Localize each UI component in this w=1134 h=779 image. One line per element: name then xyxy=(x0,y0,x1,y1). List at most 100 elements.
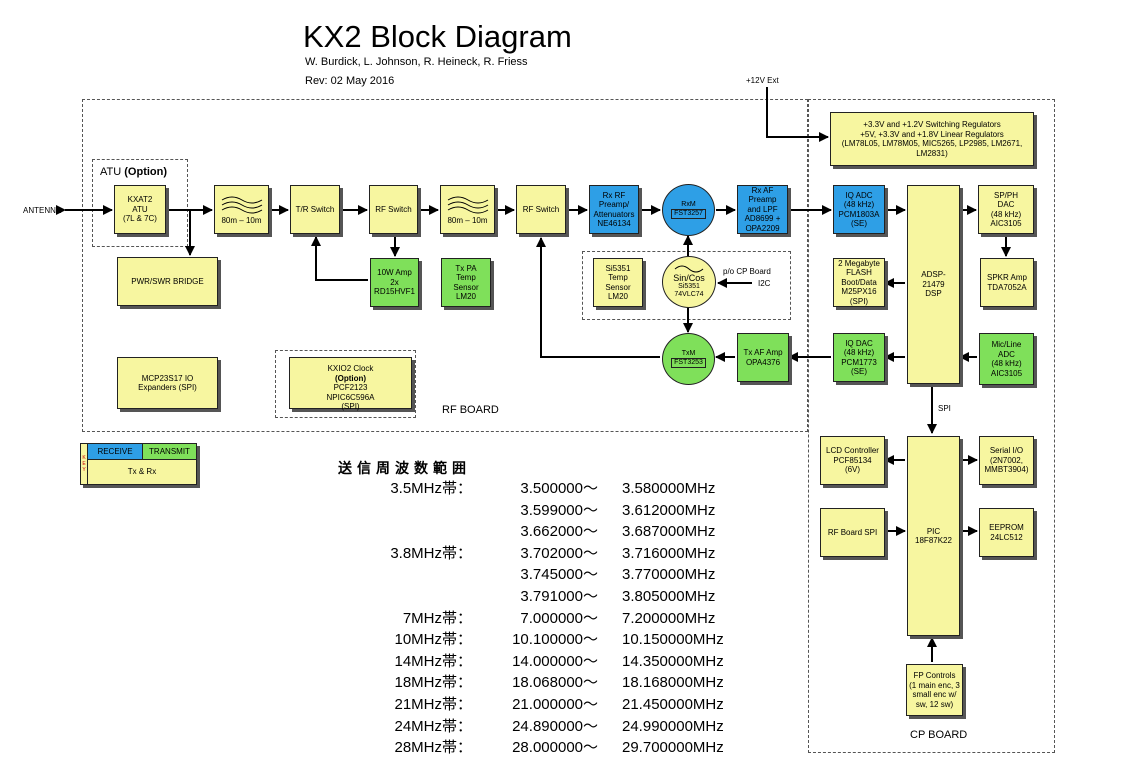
freq-high-value: 3.687000MHz xyxy=(622,523,716,541)
kxio2-body: PCF2123 NPIC6C596A (SPI) xyxy=(326,383,375,411)
lcd-controller-block: LCD Controller PCF85134 (6V) xyxy=(820,436,885,485)
sincos-label: Sin/Cos xyxy=(673,273,705,283)
rx-af-preamp-block: Rx AF Preamp and LPF AD8699 + OPA2209 xyxy=(737,185,788,234)
atu-option-label: (Option) xyxy=(124,166,168,178)
lpf2-label: 80m – 10m xyxy=(447,215,488,225)
si5351-temp-sensor-block: Si5351 Temp Sensor LM20 xyxy=(593,258,643,307)
tx-af-amp-block: Tx AF Amp OPA4376 xyxy=(737,333,789,382)
antenna-label: ANTENNA xyxy=(23,206,62,215)
legend-key-column: K E Y xyxy=(81,444,88,484)
eeprom-block: EEPROM 24LC512 xyxy=(979,508,1034,557)
rf-switch-1-block: RF Switch xyxy=(369,185,418,234)
sincos-part: Si5351 74VLC74 xyxy=(674,283,704,298)
diagram-title: KX2 Block Diagram xyxy=(303,19,572,54)
tr-switch-block: T/R Switch xyxy=(290,185,340,234)
txm-label: TxM xyxy=(681,350,696,357)
freq-low-value: 3.599000～ xyxy=(520,501,598,519)
freq-low-value: 21.000000～ xyxy=(512,696,598,713)
rf-board-outline xyxy=(82,99,808,432)
freq-low-value: 3.745000～ xyxy=(520,566,598,584)
kxio2-option: (Option) xyxy=(334,373,367,383)
sincos-oscillator: Sin/Cos Si5351 74VLC74 xyxy=(662,256,716,308)
pic-block: PIC 18F87K22 xyxy=(907,436,960,636)
flash-block: 2 Megabyte FLASH Boot/Data M25PX16 (SPI) xyxy=(833,258,885,307)
freq-high-value: 10.150000MHz xyxy=(622,631,724,649)
freq-band-label: 21MHz帯： xyxy=(394,696,472,713)
legend-key-e: E xyxy=(82,461,86,467)
frequency-table-title: 送信周波数範囲 xyxy=(338,461,471,477)
lpf2-block: 80m – 10m xyxy=(440,185,495,234)
kxio2-outline xyxy=(275,350,416,418)
clock-subboard-outline xyxy=(582,251,791,320)
freq-low-value: 14.000000～ xyxy=(512,652,598,670)
i2c-label: I2C xyxy=(758,279,771,288)
freq-band-label: 28MHz帯： xyxy=(394,739,472,757)
rxm-mixer: RxM FST3257 xyxy=(662,184,715,236)
freq-high-value: 3.580000MHz xyxy=(622,480,716,497)
freq-high-value: 7.200000MHz xyxy=(622,609,716,627)
sine-wave-icon xyxy=(674,265,704,273)
freq-band-label: 10MHz帯： xyxy=(394,631,472,649)
fp-controls-block: FP Controls (1 main enc, 3 small enc w/ … xyxy=(906,664,963,716)
pwr-swr-bridge-block: PWR/SWR BRIDGE xyxy=(117,257,218,306)
amp-10w-block: 10W Amp 2x RD15HVF1 xyxy=(370,258,419,307)
filter-icon xyxy=(447,196,488,214)
cp-board-label: CP BOARD xyxy=(910,729,968,741)
kxio2-title: KXIO2 Clock xyxy=(327,364,374,373)
freq-band-label: 18MHz帯： xyxy=(394,674,472,692)
freq-high-value: 3.805000MHz xyxy=(622,588,716,605)
authors-line: W. Burdick, L. Johnson, R. Heineck, R. F… xyxy=(305,56,528,68)
freq-low-value: 3.662000～ xyxy=(520,523,598,541)
freq-band-label: 24MHz帯： xyxy=(394,717,472,735)
freq-low-value: 24.890000～ xyxy=(512,717,598,735)
kxio2-block: KXIO2 Clock (Option) PCF2123 NPIC6C596A … xyxy=(289,355,412,411)
filter-icon xyxy=(221,196,262,214)
freq-low-value: 10.100000～ xyxy=(512,631,598,649)
freq-low-value: 7.000000～ xyxy=(520,609,598,627)
lpf1-label: 80m – 10m xyxy=(221,215,262,225)
rf-board-label: RF BOARD xyxy=(442,404,499,416)
freq-high-value: 18.168000MHz xyxy=(622,674,724,692)
serial-io-block: Serial I/O (2N7002, MMBT3904) xyxy=(979,436,1034,485)
rxm-part: FST3257 xyxy=(671,209,706,219)
legend-txrx: Tx & Rx xyxy=(88,460,196,484)
rf-switch-2-block: RF Switch xyxy=(516,185,566,234)
micline-adc-block: Mic/Line ADC (48 kHz) AIC3105 xyxy=(979,333,1034,385)
txm-part: FST3253 xyxy=(671,358,706,368)
cp-board-outline xyxy=(808,99,1055,753)
rf-board-spi-block: RF Board SPI xyxy=(820,508,885,557)
freq-low-value: 18.068000～ xyxy=(512,674,598,692)
atu-region-label: ATU (Option) xyxy=(100,166,167,178)
revision-line: Rev: 02 May 2016 xyxy=(305,75,395,87)
rxm-label: RxM xyxy=(681,201,696,208)
rx-rf-preamp-block: Rx RF Preamp/ Attenuators NE46134 xyxy=(589,185,639,234)
freq-band-label: 7MHz帯： xyxy=(402,609,472,627)
iq-adc-block: IQ ADC (48 kHz) PCM1803A (SE) xyxy=(833,185,885,234)
legend-key-y: Y xyxy=(82,467,86,473)
kxio2-heading: KXIO2 Clock (Option) xyxy=(328,355,374,384)
iq-dac-block: IQ DAC (48 kHz) PCM1773 (SE) xyxy=(833,333,885,382)
freq-high-value: 24.990000MHz xyxy=(622,717,724,735)
spi-label: SPI xyxy=(938,404,951,413)
spph-dac-block: SP/PH DAC (48 kHz) AIC3105 xyxy=(978,185,1034,234)
freq-low-value: 3.500000～ xyxy=(520,480,598,497)
freq-high-value: 3.612000MHz xyxy=(622,501,716,519)
legend-receive: RECEIVE xyxy=(88,444,143,460)
atu-label: ATU xyxy=(100,166,122,178)
ext12v-label: +12V Ext xyxy=(746,76,779,85)
freq-high-value: 14.350000MHz xyxy=(622,652,724,670)
tx-pa-temp-sensor-block: Tx PA Temp Sensor LM20 xyxy=(441,258,491,307)
legend-transmit: TRANSMIT xyxy=(143,444,196,460)
txm-mixer: TxM FST3253 xyxy=(662,333,715,385)
mcp23s17-block: MCP23S17 IO Expanders (SPI) xyxy=(117,357,218,409)
lpf1-block: 80m – 10m xyxy=(214,185,269,234)
freq-band-label: 14MHz帯： xyxy=(394,652,472,670)
freq-high-value: 3.770000MHz xyxy=(622,566,716,584)
regulators-block: +3.3V and +1.2V Switching Regulators +5V… xyxy=(830,112,1034,166)
dsp-block: ADSP- 21479 DSP xyxy=(907,185,960,384)
atu-outline xyxy=(92,159,188,247)
freq-low-value: 28.000000～ xyxy=(512,739,598,757)
kxat2-block: KXAT2 ATU (7L & 7C) xyxy=(114,185,166,234)
po-cp-board-label: p/o CP Board xyxy=(723,267,771,276)
